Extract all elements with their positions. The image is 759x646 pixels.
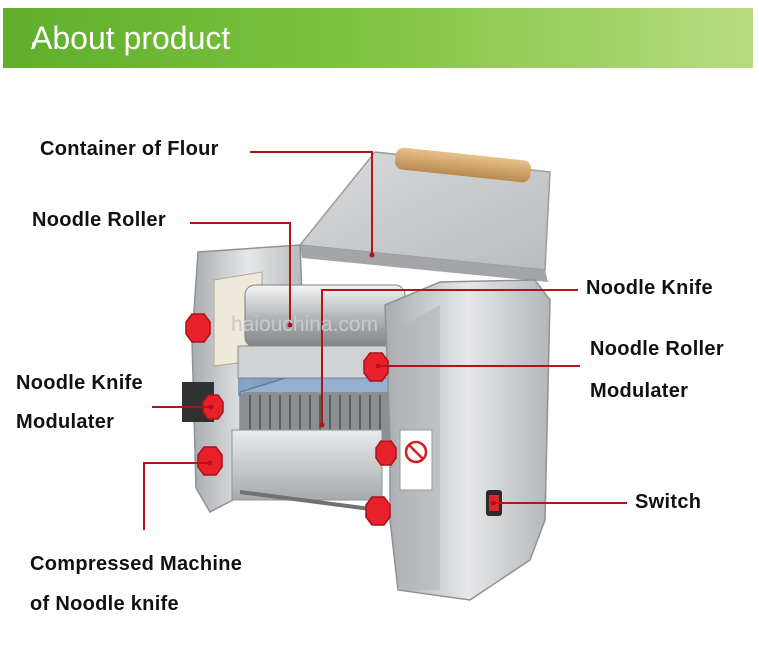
label-noodle-roller-modulater-line1: Noodle Roller bbox=[590, 338, 724, 360]
callout-lines bbox=[143, 151, 627, 530]
header-banner: About product bbox=[3, 8, 753, 68]
right-housing bbox=[384, 279, 551, 601]
watermark-text: haiouchina.com bbox=[231, 313, 379, 336]
callout-dots bbox=[207, 252, 496, 506]
label-noodle-roller: Noodle Roller bbox=[32, 209, 166, 231]
label-noodle-knife: Noodle Knife bbox=[586, 277, 713, 299]
label-noodle-roller-modulater-line2: Modulater bbox=[590, 380, 689, 402]
flour-container bbox=[298, 147, 551, 282]
header-bullet-icon bbox=[32, 42, 36, 46]
callout-container-of-flour bbox=[250, 151, 373, 255]
label-switch: Switch bbox=[635, 491, 702, 513]
label-compressed-machine-line2: of Noodle knife bbox=[30, 593, 179, 615]
label-noodle-knife-modulater-line1: Noodle Knife bbox=[16, 372, 143, 394]
callout-noodle-knife bbox=[321, 289, 578, 425]
callout-noodle-roller bbox=[190, 222, 291, 325]
label-compressed-machine-line1: Compressed Machine bbox=[30, 553, 243, 575]
label-container-of-flour: Container of Flour bbox=[40, 138, 219, 160]
label-noodle-knife-modulater-line2: Modulater bbox=[16, 411, 115, 433]
callout-compressed-machine bbox=[143, 462, 210, 530]
page-title: About product bbox=[31, 20, 231, 56]
